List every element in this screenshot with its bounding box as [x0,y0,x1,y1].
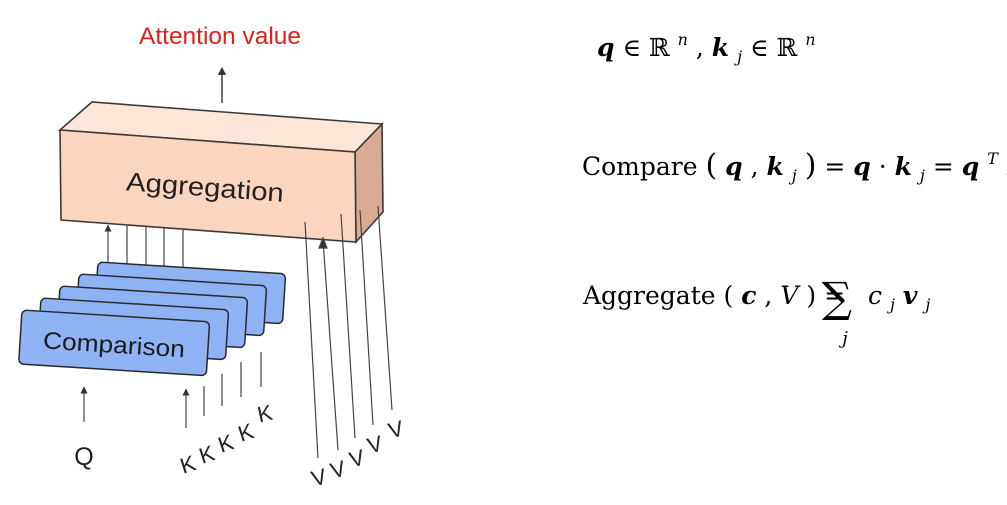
key-label: K [215,429,237,457]
key-label: K [177,450,199,478]
equation-aggregate: Aggregate ( c , V ) = [582,281,845,310]
value-label: V [328,455,349,483]
value-label: V [309,463,330,491]
key-label: K [196,440,218,468]
equation-compare: Compare ( q , k j ) = q · k j = q T k j [582,141,1007,187]
value-label: V [347,444,368,472]
aggregation-box: Aggregation [58,101,384,245]
summation-sign: ∑ [822,273,852,322]
comparison-stack: Comparison [18,261,287,377]
value-label: V [386,415,407,443]
equation-domains: q ∈ ℝ n , k j ∈ ℝ n [597,22,816,68]
key-label: K [255,400,275,428]
value-connectors [304,205,393,459]
input-arrows [80,352,262,428]
value-label: V [365,430,386,458]
attention-value-label: Attention value [139,23,301,50]
comparison-box-1 [18,309,211,377]
query-label: Q [74,443,93,471]
summation-index: j [838,328,848,349]
summation-term: c j v j [868,281,930,316]
key-label: K [235,418,257,446]
value-labels: V V V V V [309,415,407,491]
aggregation-box-front [59,129,357,243]
key-labels: K K K K K [177,400,275,479]
